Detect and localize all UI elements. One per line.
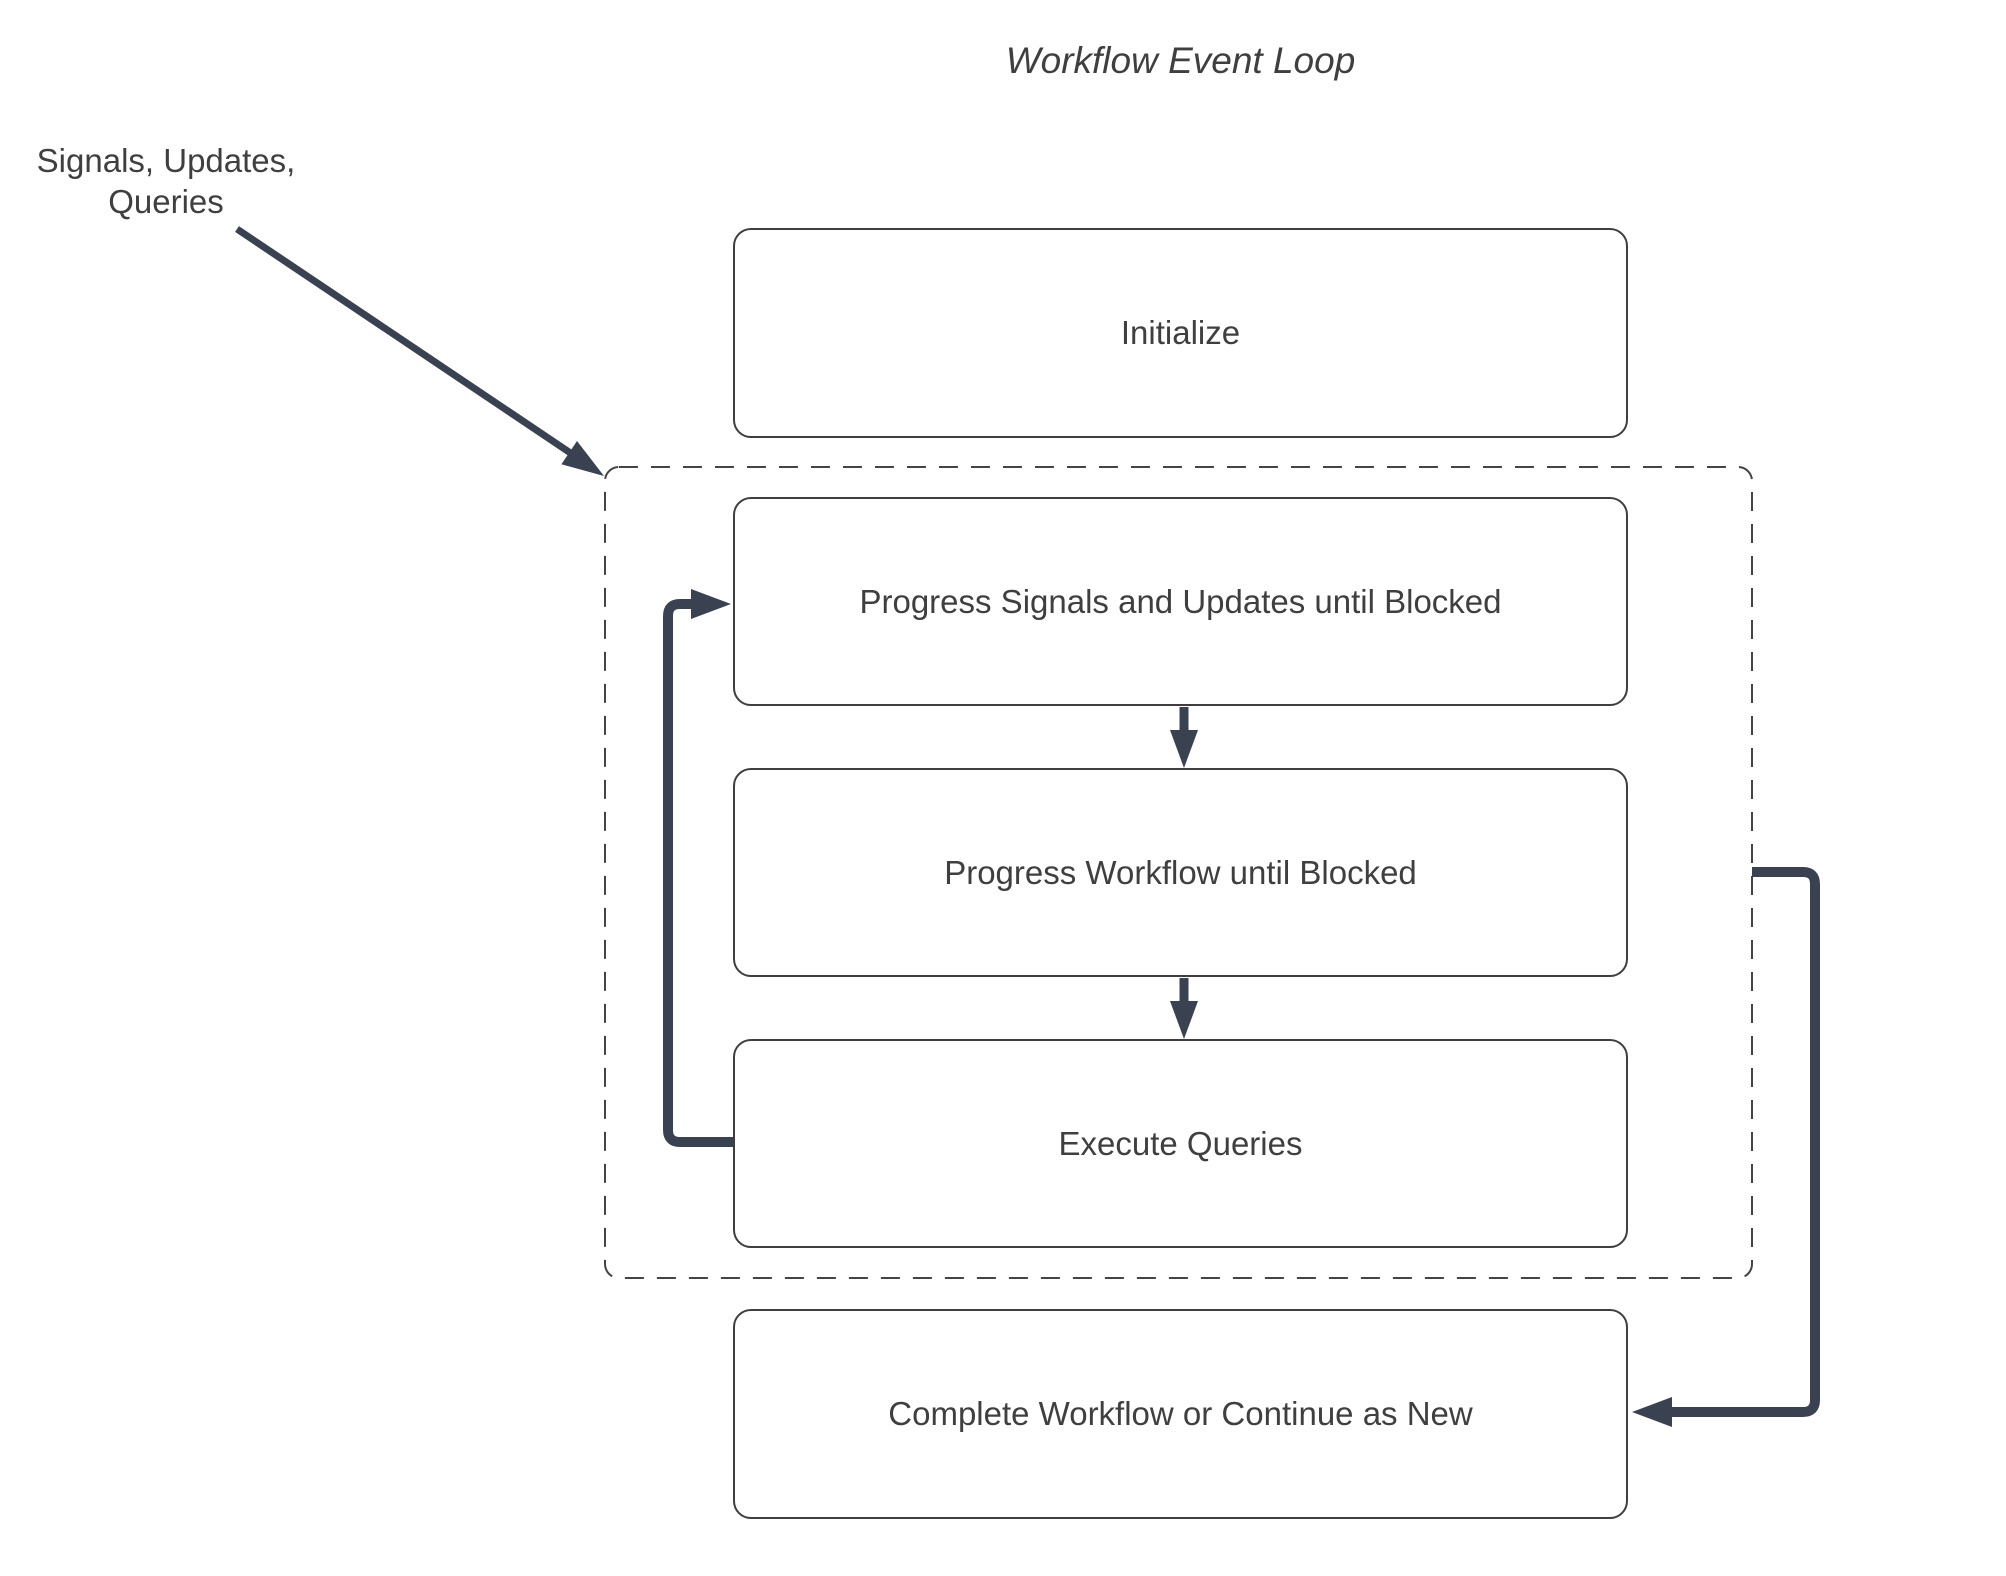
node-progress-workflow-label: Progress Workflow until Blocked <box>944 853 1417 891</box>
exit-loop-arrow <box>1632 867 1820 1427</box>
node-complete-workflow-label: Complete Workflow or Continue as New <box>888 1395 1473 1432</box>
event-loop-dashed-region <box>604 466 1753 1279</box>
node-progress-workflow: Progress Workflow until Blocked <box>733 768 1628 977</box>
annotation-signals-updates-queries: Signals, Updates, Queries <box>26 140 306 222</box>
arrow-workflow-to-queries <box>1170 978 1198 1039</box>
arrow-signals-to-workflow-head-icon <box>1170 730 1198 768</box>
node-progress-signals-and-updates: Progress Signals and Updates until Block… <box>733 497 1628 706</box>
arrow-signals-to-workflow <box>1170 707 1198 768</box>
signals-in-arrow-shaft <box>235 226 574 457</box>
node-initialize-label: Initialize <box>1120 314 1241 351</box>
annotation-line-1: Signals, Updates, <box>36 142 296 179</box>
exit-loop-arrowhead-icon <box>1632 1397 1672 1427</box>
arrow-workflow-to-queries-head-icon <box>1170 1001 1198 1039</box>
signals-in-arrowhead-icon <box>561 441 604 476</box>
signals-in-arrow <box>235 226 604 476</box>
node-initialize: Initialize <box>733 228 1628 438</box>
node-progress-signals-label: Progress Signals and Updates until Block… <box>859 582 1502 620</box>
node-execute-queries: Execute Queries <box>733 1039 1628 1248</box>
annotation-line-2: Queries <box>108 183 224 220</box>
loop-back-arrowhead-icon <box>691 589 731 619</box>
node-execute-queries-label: Execute Queries <box>1058 1124 1303 1162</box>
loop-back-arrow-shaft <box>663 599 733 1147</box>
node-complete-workflow: Complete Workflow or Continue as New <box>733 1309 1628 1519</box>
diagram-title: Workflow Event Loop <box>1005 40 1356 81</box>
exit-loop-arrow-shaft <box>1672 867 1820 1417</box>
loop-back-arrow <box>663 589 733 1147</box>
